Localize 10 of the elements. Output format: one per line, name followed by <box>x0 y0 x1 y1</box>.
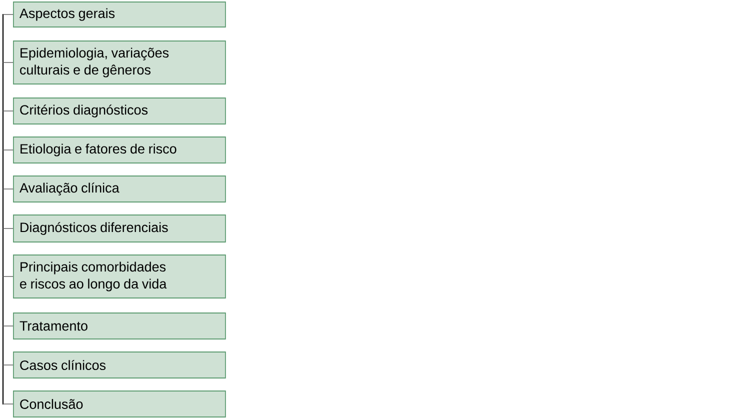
topic-box: Epidemiologia, variações culturais e de gêneros <box>13 40 226 84</box>
topic-box: Casos clínicos <box>13 352 226 378</box>
topic-box: Tratamento <box>13 312 226 340</box>
topic-box: Avaliação clínica <box>13 176 226 202</box>
topic-box: Critérios diagnósticos <box>13 98 226 124</box>
topic-box: Principais comorbidades e riscos ao longo da vida <box>13 254 226 298</box>
topic-box: Aspectos gerais <box>13 2 226 28</box>
topic-box: Etiologia e fatores de risco <box>13 136 226 164</box>
topic-box: Diagnósticos diferenciais <box>13 214 226 242</box>
topic-box: Conclusão <box>13 390 226 418</box>
